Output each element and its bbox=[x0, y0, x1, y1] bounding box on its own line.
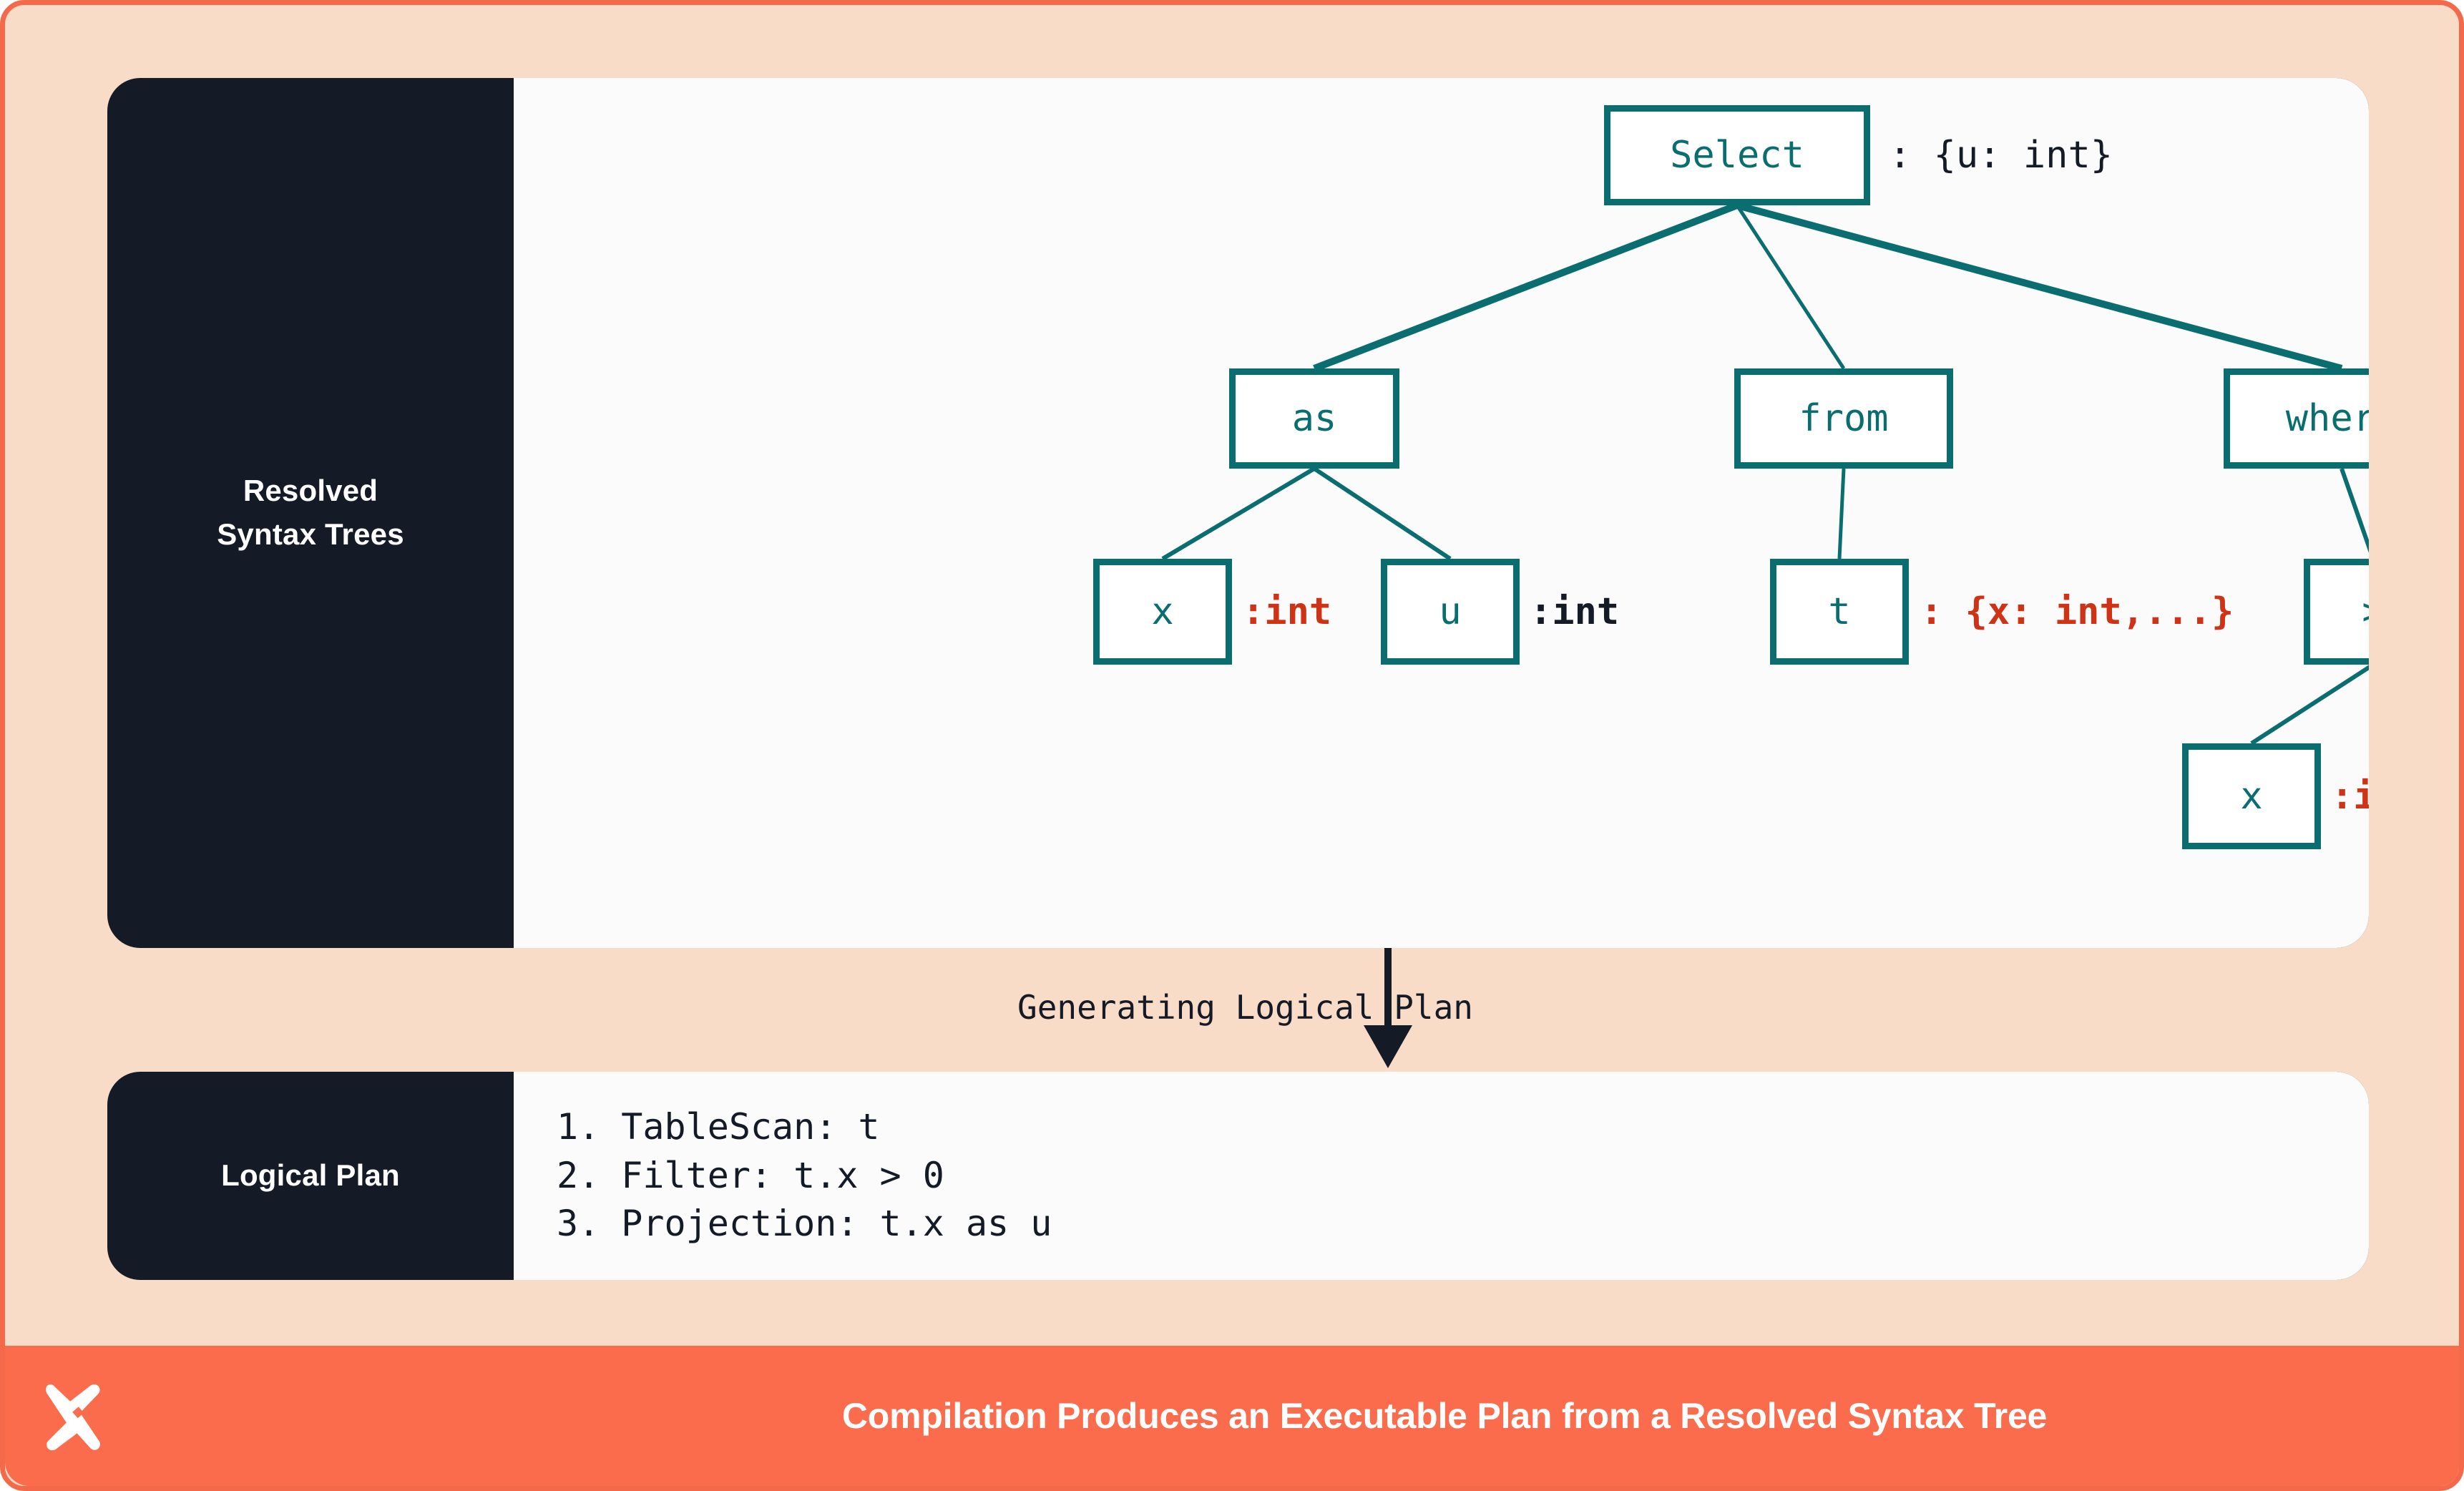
resolved-syntax-trees-panel: Resolved Syntax Trees Select : {u: int} as… bbox=[107, 78, 2369, 948]
logical-plan-step: 3. Projection: t.x as u bbox=[557, 1203, 1052, 1244]
tree-node-x2: x bbox=[2182, 743, 2321, 849]
logical-plan-panel: Logical Plan 1. TableScan: t 2. Filter: t… bbox=[107, 1072, 2369, 1280]
tree-node-label: x bbox=[1151, 590, 1174, 633]
type-annotation-select: : {u: int} bbox=[1889, 134, 2113, 177]
tree-edge bbox=[1161, 466, 1316, 561]
transition-arrow bbox=[1364, 948, 1412, 1068]
bottom-banner: Compilation Produces an Executable Plan … bbox=[5, 1346, 2459, 1486]
tree-node-from: from bbox=[1734, 368, 1953, 469]
tree-node-select: Select bbox=[1604, 105, 1870, 205]
tree-node-label: as bbox=[1291, 397, 1337, 440]
logical-plan-label: Logical Plan bbox=[107, 1072, 514, 1280]
tree-edge bbox=[1313, 202, 1739, 372]
tree-edge bbox=[1735, 204, 1846, 370]
tree-node-label: where bbox=[2285, 397, 2369, 440]
tree-edges bbox=[1161, 202, 2369, 746]
tree-node-x1: x bbox=[1093, 559, 1232, 665]
logical-plan-steps: 1. TableScan: t 2. Filter: t.x > 0 3. Proj… bbox=[557, 1103, 1052, 1248]
rst-label-line1: Resolved bbox=[243, 474, 378, 508]
tree-edge bbox=[1313, 466, 1452, 561]
logical-plan-body: 1. TableScan: t 2. Filter: t.x > 0 3. Proj… bbox=[514, 1072, 2369, 1280]
logical-plan-label-text: Logical Plan bbox=[221, 1158, 400, 1193]
tree-node-u1: u bbox=[1381, 559, 1520, 665]
type-annotation-x1: :int bbox=[1242, 590, 1332, 633]
tree-edge bbox=[1736, 202, 2343, 372]
tree-node-label: Select bbox=[1670, 134, 1804, 177]
tree-node-where: where bbox=[2224, 368, 2369, 469]
tree-node-label: t bbox=[1828, 590, 1851, 633]
tree-node-label: > bbox=[2362, 593, 2369, 630]
type-annotation-u1: :int bbox=[1530, 590, 1620, 633]
tree-node-label: u bbox=[1439, 590, 1462, 633]
logical-plan-step: 2. Filter: t.x > 0 bbox=[557, 1154, 944, 1196]
banner-title: Compilation Produces an Executable Plan … bbox=[841, 1396, 2048, 1436]
resolved-syntax-trees-label: Resolved Syntax Trees bbox=[107, 78, 514, 948]
tree-edge bbox=[2340, 468, 2369, 553]
transition-label: Generating Logical Plan bbox=[1017, 988, 1473, 1027]
x-mark-logo-icon bbox=[46, 1384, 100, 1451]
tree-node-label: x bbox=[2240, 775, 2263, 818]
logical-plan-step: 1. TableScan: t bbox=[557, 1106, 880, 1148]
type-annotation-x2: :int bbox=[2331, 775, 2369, 818]
tree-node-gt: > bbox=[2304, 559, 2369, 665]
rst-label-line2: Syntax Trees bbox=[217, 517, 404, 551]
tree-edge bbox=[2250, 665, 2369, 746]
tree-node-label: from bbox=[1799, 397, 1889, 440]
tree-node-t1: t bbox=[1770, 559, 1909, 665]
transition-region: Generating Logical Plan bbox=[107, 948, 2369, 1072]
syntax-tree-canvas: Select : {u: int} as from where x :int u :int t : … bbox=[514, 78, 2369, 948]
tree-edge bbox=[1837, 468, 1846, 559]
type-annotation-t1: : {x: int,...} bbox=[1920, 590, 2234, 633]
tree-node-as: as bbox=[1229, 368, 1399, 469]
